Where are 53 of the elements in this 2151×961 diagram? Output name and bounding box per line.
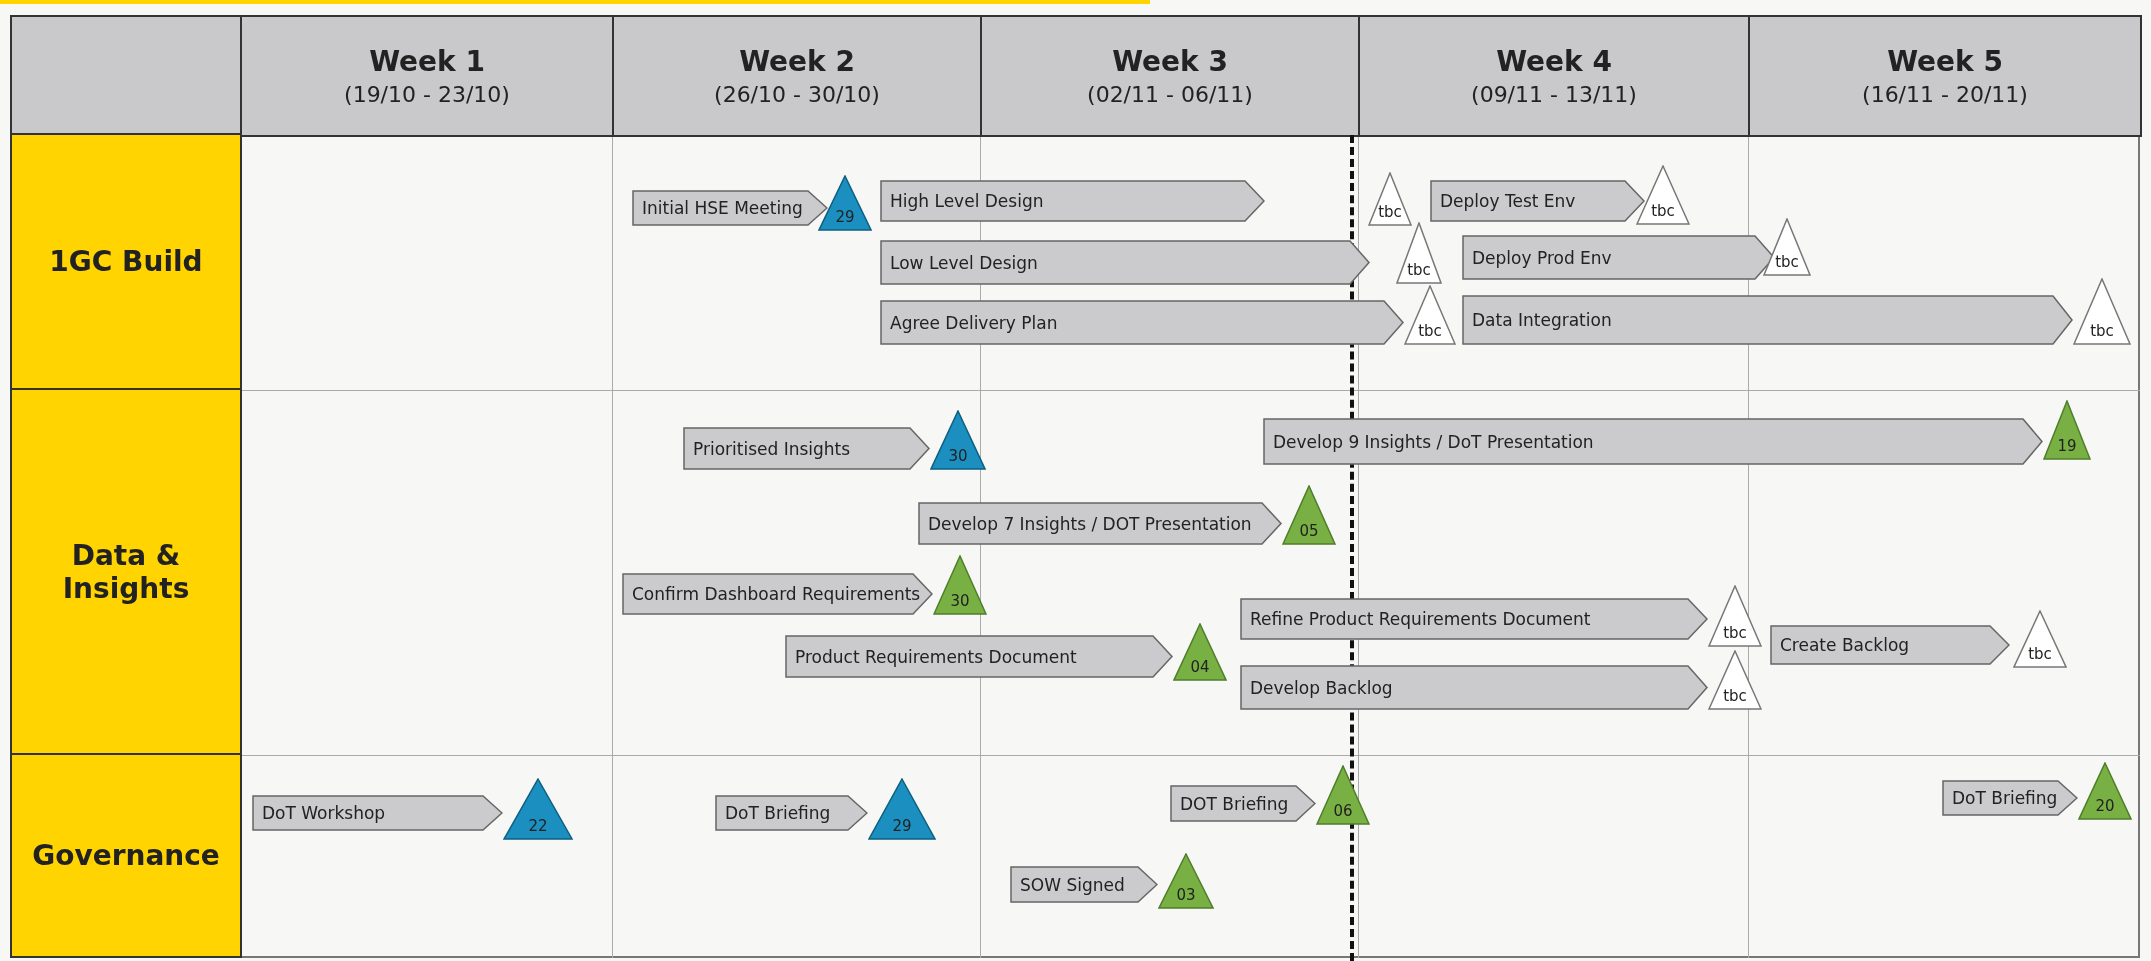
task-bar: DoT Briefing (715, 795, 868, 831)
date-range: (16/11 - 20/11) (1862, 82, 2028, 107)
task-bar: Deploy Prod Env (1462, 235, 1775, 280)
milestone-triangle: tbc (2073, 278, 2131, 345)
date-range: (02/11 - 06/11) (1087, 82, 1253, 107)
milestone-triangle: tbc (2013, 610, 2067, 668)
milestone-triangle: 29 (818, 175, 872, 231)
week-title: Week 2 (739, 45, 855, 78)
task-bar: Develop Backlog (1240, 665, 1708, 710)
task-bar: Prioritised Insights (683, 427, 930, 470)
milestone-triangle: 03 (1158, 853, 1214, 909)
milestone-triangle: tbc (1708, 585, 1762, 647)
week-title: Week 5 (1887, 45, 2003, 78)
task-bar: Agree Delivery Plan (880, 300, 1404, 345)
task-bar: DoT Briefing (1942, 780, 2078, 816)
milestone-triangle: 05 (1282, 485, 1336, 545)
task-bar: Develop 7 Insights / DOT Presentation (918, 502, 1282, 545)
milestone-triangle: 04 (1173, 623, 1227, 681)
task-bar: DoT Workshop (252, 795, 503, 831)
date-range: (26/10 - 30/10) (714, 82, 880, 107)
date-range: (09/11 - 13/11) (1471, 82, 1637, 107)
date-range: (19/10 - 23/10) (344, 82, 510, 107)
week-title: Week 4 (1496, 45, 1612, 78)
task-bar: Initial HSE Meeting (632, 190, 828, 226)
milestone-triangle: tbc (1368, 172, 1412, 226)
task-bar: DOT Briefing (1170, 785, 1316, 822)
milestone-triangle: 22 (503, 778, 573, 840)
milestone-triangle: 20 (2078, 762, 2132, 820)
task-bar: High Level Design (880, 180, 1265, 222)
week-title: Week 3 (1112, 45, 1228, 78)
milestone-triangle: 29 (868, 778, 936, 840)
milestone-triangle: 30 (930, 410, 986, 470)
milestone-triangle: 06 (1316, 765, 1370, 825)
task-bar: SOW Signed (1010, 866, 1158, 903)
row-header: 1GC Build (10, 133, 242, 390)
milestone-triangle: tbc (1708, 650, 1762, 710)
milestone-triangle: tbc (1404, 285, 1456, 345)
milestone-triangle: 19 (2043, 400, 2091, 460)
milestone-triangle: tbc (1763, 218, 1811, 276)
task-bar: Refine Product Requirements Document (1240, 598, 1708, 640)
task-bar: Product Requirements Document (785, 635, 1173, 678)
milestone-triangle: tbc (1396, 222, 1442, 284)
task-bar: Develop 9 Insights / DoT Presentation (1263, 418, 2043, 465)
task-bar: Confirm Dashboard Requirements (622, 573, 933, 615)
task-bar: Data Integration (1462, 295, 2073, 345)
task-bar: Deploy Test Env (1430, 180, 1645, 222)
task-bar: Low Level Design (880, 240, 1370, 285)
milestone-triangle: 30 (933, 555, 987, 615)
week-title: Week 1 (369, 45, 485, 78)
milestone-triangle: tbc (1636, 165, 1690, 225)
row-header: Data & Insights (10, 388, 242, 755)
task-bar: Create Backlog (1770, 625, 2010, 665)
row-header: Governance (10, 753, 242, 958)
